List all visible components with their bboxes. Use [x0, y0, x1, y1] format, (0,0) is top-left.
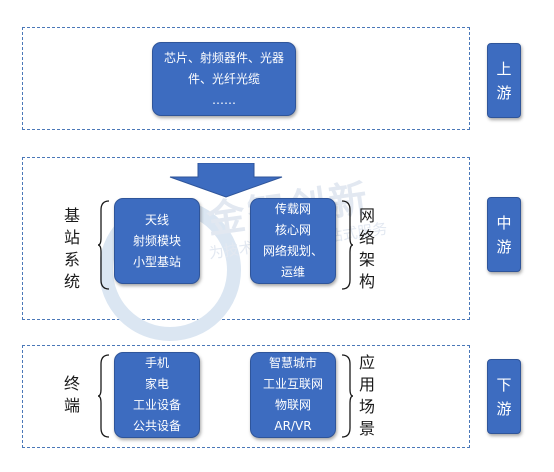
downstream-right-item-4: AR/VR	[274, 419, 312, 433]
midstream-right-item-3: 网络规划、	[262, 244, 323, 258]
midstream-tag: 中 游	[487, 197, 521, 272]
down-arrow-shape	[169, 163, 283, 198]
downstream-left-char-1: 终	[64, 374, 81, 393]
midstream-left-brace	[97, 200, 110, 290]
downstream-right-brace-path	[341, 354, 354, 438]
midstream-right-brace	[341, 200, 354, 290]
midstream-left-box: 天线 射频模块 小型基站	[114, 198, 200, 284]
upstream-line-1: 芯片、射频器件、光器	[163, 50, 284, 65]
upstream-panel	[22, 27, 470, 130]
midstream-left-item-3: 小型基站	[132, 254, 181, 269]
downstream-right-item-3: 物联网	[274, 398, 311, 412]
midstream-tag-char-1: 中	[496, 213, 512, 232]
downstream-left-label: 终 端	[64, 373, 80, 417]
midstream-left-brace-path	[97, 200, 110, 290]
midstream-left-char-2: 站	[64, 228, 81, 247]
downstream-tag-char-1: 下	[496, 375, 512, 394]
midstream-right-item-2: 核心网	[274, 223, 311, 237]
down-arrow	[169, 163, 283, 198]
downstream-left-box: 手机 家电 工业设备 公共设备	[114, 352, 200, 438]
midstream-right-item-4: 运维	[280, 265, 305, 279]
downstream-tag-char-2: 游	[496, 399, 512, 418]
midstream-right-brace-path	[341, 200, 354, 290]
downstream-left-char-2: 端	[64, 396, 81, 415]
midstream-right-item-1: 传载网	[274, 202, 311, 216]
downstream-right-brace	[341, 354, 354, 438]
upstream-line-3: ……	[212, 92, 236, 107]
downstream-left-item-2: 家电	[144, 377, 169, 391]
downstream-right-char-3: 场	[359, 397, 376, 416]
midstream-right-char-4: 构	[359, 272, 376, 291]
downstream-tag: 下 游	[487, 359, 521, 434]
upstream-tag-char-2: 游	[496, 83, 512, 102]
upstream-box: 芯片、射频器件、光器 件、光纤光缆 ……	[152, 42, 296, 116]
downstream-right-char-4: 景	[359, 419, 376, 438]
downstream-right-label: 应 用 场 景	[359, 352, 375, 440]
midstream-right-char-1: 网	[359, 206, 376, 225]
midstream-left-char-3: 系	[64, 250, 81, 269]
midstream-right-box: 传载网 核心网 网络规划、 运维	[250, 198, 336, 284]
midstream-left-char-4: 统	[64, 272, 81, 291]
midstream-left-item-2: 射频模块	[132, 233, 181, 248]
midstream-left-char-1: 基	[64, 206, 81, 225]
midstream-left-label: 基 站 系 统	[64, 205, 80, 293]
downstream-right-char-2: 用	[359, 375, 376, 394]
downstream-right-char-1: 应	[359, 353, 376, 372]
downstream-left-item-1: 手机	[144, 356, 169, 370]
downstream-left-brace-path	[97, 354, 110, 438]
midstream-left-item-1: 天线	[144, 212, 169, 227]
downstream-left-item-4: 公共设备	[132, 419, 181, 433]
midstream-right-char-2: 络	[359, 228, 376, 247]
upstream-tag: 上 游	[487, 43, 521, 118]
downstream-right-box: 智慧城市 工业互联网 物联网 AR/VR	[250, 352, 336, 438]
downstream-right-item-2: 工业互联网	[262, 377, 323, 391]
downstream-left-brace	[97, 354, 110, 438]
midstream-tag-char-2: 游	[496, 237, 512, 256]
midstream-right-label: 网 络 架 构	[359, 205, 375, 293]
downstream-left-item-3: 工业设备	[132, 398, 181, 412]
upstream-line-2: 件、光纤光缆	[187, 71, 260, 86]
midstream-panel	[22, 157, 470, 320]
midstream-right-char-3: 架	[359, 250, 376, 269]
upstream-tag-char-1: 上	[496, 59, 512, 78]
downstream-right-item-1: 智慧城市	[268, 356, 317, 370]
downstream-panel	[22, 345, 470, 448]
